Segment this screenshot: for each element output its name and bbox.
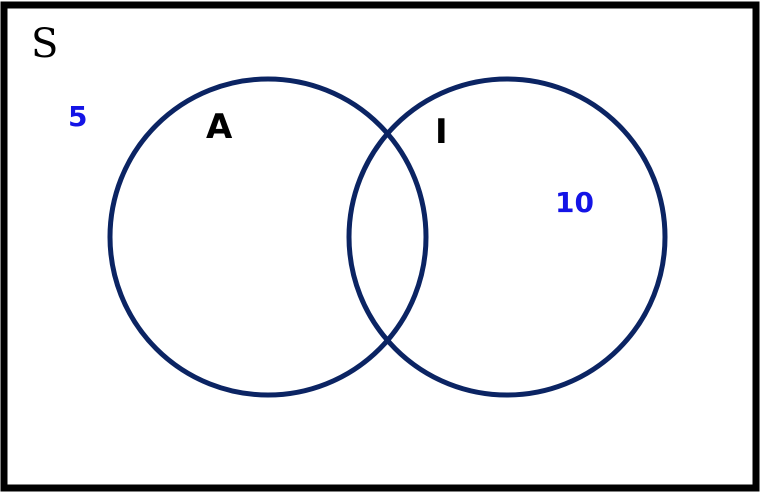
count-outside: 5 <box>68 100 87 133</box>
universe-label: S <box>31 21 58 67</box>
set-a-label: A <box>206 107 233 147</box>
set-a-circle <box>107 76 429 398</box>
count-only-i: 10 <box>555 186 594 219</box>
set-i-label: I <box>435 112 448 152</box>
set-i-circle <box>346 76 668 398</box>
